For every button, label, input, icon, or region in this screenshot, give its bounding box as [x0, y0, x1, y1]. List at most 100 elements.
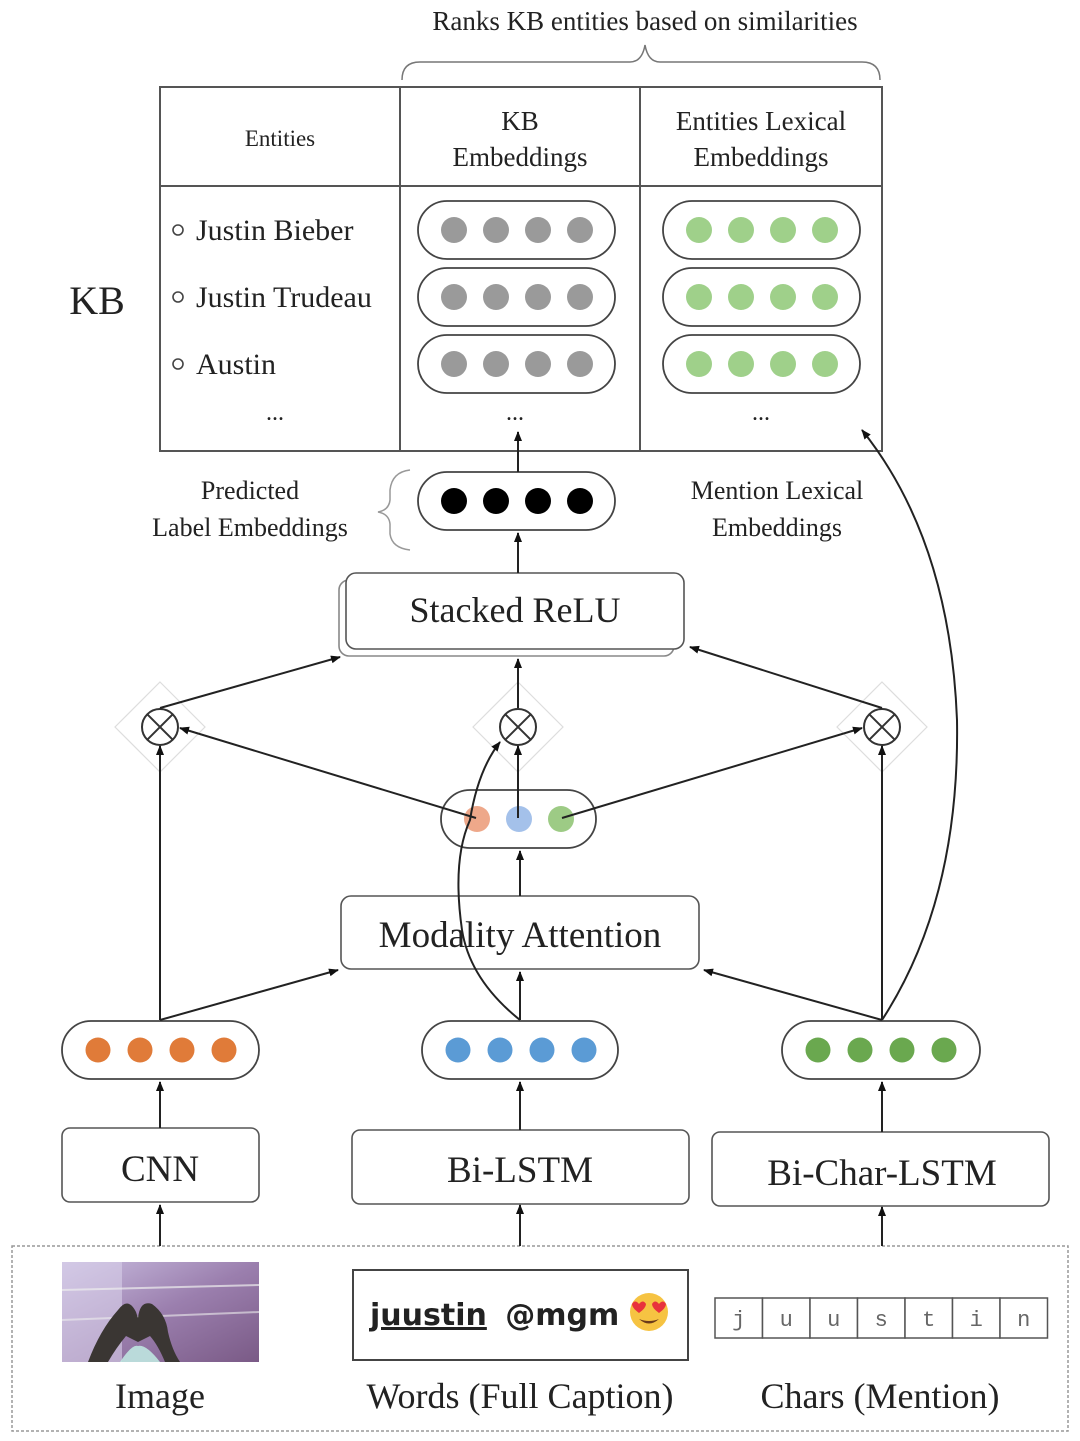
- encoder-bi-char-lstm: Bi-Char-LSTM: [711, 1020, 1050, 1207]
- lexical-embedding-unit: [728, 351, 754, 377]
- lexical-embedding-unit: [770, 351, 796, 377]
- char-cell-text: u: [780, 1308, 793, 1333]
- encoder-output-unit: [127, 1037, 153, 1063]
- stacked-relu-label: Stacked ReLU: [410, 590, 621, 630]
- encoder-output-unit: [805, 1037, 831, 1063]
- svg-text:juustin @mgm: juustin @mgm: [369, 1298, 619, 1333]
- modality-attention-label: Modality Attention: [379, 915, 662, 956]
- entities-ellipsis: ...: [266, 400, 284, 426]
- header-entities: Entities: [245, 126, 315, 151]
- lexical-embedding-vector: [662, 267, 861, 327]
- lexical-embedding-unit: [812, 351, 838, 377]
- kb-embedding-vector: [417, 267, 616, 327]
- char-cell: [904, 1297, 954, 1339]
- kb-embedding-unit: [483, 217, 509, 243]
- attention-weight-unit: [548, 806, 574, 832]
- edge-char-vec-to-attention: [703, 968, 883, 1021]
- encoder-output-unit: [169, 1037, 195, 1063]
- encoder-output-unit: [211, 1037, 237, 1063]
- lexical-embedding-unit: [728, 284, 754, 310]
- char-cell: [714, 1297, 764, 1339]
- kb-embedding-unit: [525, 284, 551, 310]
- lexical-embedding-unit: [812, 284, 838, 310]
- predicted-embedding-unit: [441, 488, 467, 514]
- bullet-icon: [172, 358, 184, 370]
- caption-mention-text: juustin: [369, 1298, 487, 1333]
- kb-label: KB: [69, 278, 125, 323]
- kb-entity-row: Austin: [172, 334, 861, 394]
- attention-weight-unit: [464, 806, 490, 832]
- kb-embedding-unit: [483, 284, 509, 310]
- input-image-thumbnail: [61, 1262, 260, 1362]
- bullet-icon: [172, 291, 184, 303]
- lexical-embedding-unit: [812, 217, 838, 243]
- char-cell: [856, 1297, 906, 1339]
- encoder-output-vector: [61, 1020, 260, 1080]
- kb-embeddings-ellipsis: ...: [506, 400, 524, 426]
- chars-input-label: Chars (Mention): [761, 1376, 1000, 1416]
- encoder-output-unit: [847, 1037, 873, 1063]
- char-cell-text: t: [922, 1308, 935, 1333]
- multiply-gate-icon: [114, 681, 206, 773]
- encoder-label: CNN: [121, 1149, 199, 1190]
- edge-gate-char-to-relu: [689, 645, 883, 709]
- kb-embedding-unit: [441, 284, 467, 310]
- heart-eyes-emoji-icon: [630, 1293, 668, 1331]
- edge-gate-image-to-relu: [159, 655, 341, 709]
- lexical-embedding-vector: [662, 334, 861, 394]
- words-input-label: Words (Full Caption): [366, 1376, 673, 1416]
- stacked-relu-block: Stacked ReLU: [338, 572, 685, 657]
- predicted-embedding-unit: [483, 488, 509, 514]
- entity-name: Austin: [196, 348, 276, 381]
- heart-hands-icon: [88, 1303, 180, 1362]
- char-cell: [761, 1297, 811, 1339]
- encoder-output-unit: [529, 1037, 555, 1063]
- ranking-annotation: Ranks KB entities based on similarities: [432, 6, 857, 36]
- entity-name: Justin Bieber: [196, 214, 354, 247]
- encoder-output-unit: [889, 1037, 915, 1063]
- char-cell-text: s: [875, 1308, 888, 1333]
- char-cell-text: u: [827, 1308, 840, 1333]
- lexical-embedding-unit: [686, 284, 712, 310]
- modality-attention-block: Modality Attention: [340, 895, 700, 970]
- lexical-embedding-unit: [686, 217, 712, 243]
- lexical-embedding-unit: [770, 284, 796, 310]
- predicted-brace: [377, 469, 411, 551]
- kb-embedding-unit: [525, 217, 551, 243]
- char-cell-text: n: [1017, 1308, 1030, 1333]
- char-cell: [809, 1297, 859, 1339]
- char-cell: [999, 1297, 1049, 1339]
- encoder-output-unit: [445, 1037, 471, 1063]
- predicted-label-vector: [417, 471, 616, 531]
- lexical-embedding-vector: [662, 200, 861, 260]
- encoder-output-unit: [931, 1037, 957, 1063]
- edge-mention-lexical-to-kb: [861, 429, 959, 1021]
- bullet-icon: [172, 224, 184, 236]
- edges: [156, 429, 959, 1246]
- encoder-output-unit: [85, 1037, 111, 1063]
- char-cell: [951, 1297, 1001, 1339]
- lexical-embedding-unit: [686, 351, 712, 377]
- attention-weights-vector: [440, 789, 597, 849]
- lexical-embedding-unit: [770, 217, 796, 243]
- kb-embedding-unit: [441, 217, 467, 243]
- attention-weight-unit: [506, 806, 532, 832]
- kb-entity-row: Justin Trudeau: [172, 267, 861, 327]
- encoder-cnn: CNN: [61, 1020, 260, 1203]
- char-cell-text: j: [732, 1308, 745, 1333]
- kb-embedding-unit: [567, 217, 593, 243]
- ranking-brace: [401, 44, 881, 81]
- encoder-bi-lstm: Bi-LSTM: [351, 1020, 690, 1205]
- encoder-output-unit: [571, 1037, 597, 1063]
- caption-handle-text: @mgm: [505, 1298, 619, 1333]
- caption-box: juustin @mgm: [352, 1269, 689, 1361]
- kb-embedding-unit: [567, 284, 593, 310]
- edge-weight-image-to-gate: [179, 726, 477, 819]
- encoder-label: Bi-Char-LSTM: [767, 1153, 996, 1194]
